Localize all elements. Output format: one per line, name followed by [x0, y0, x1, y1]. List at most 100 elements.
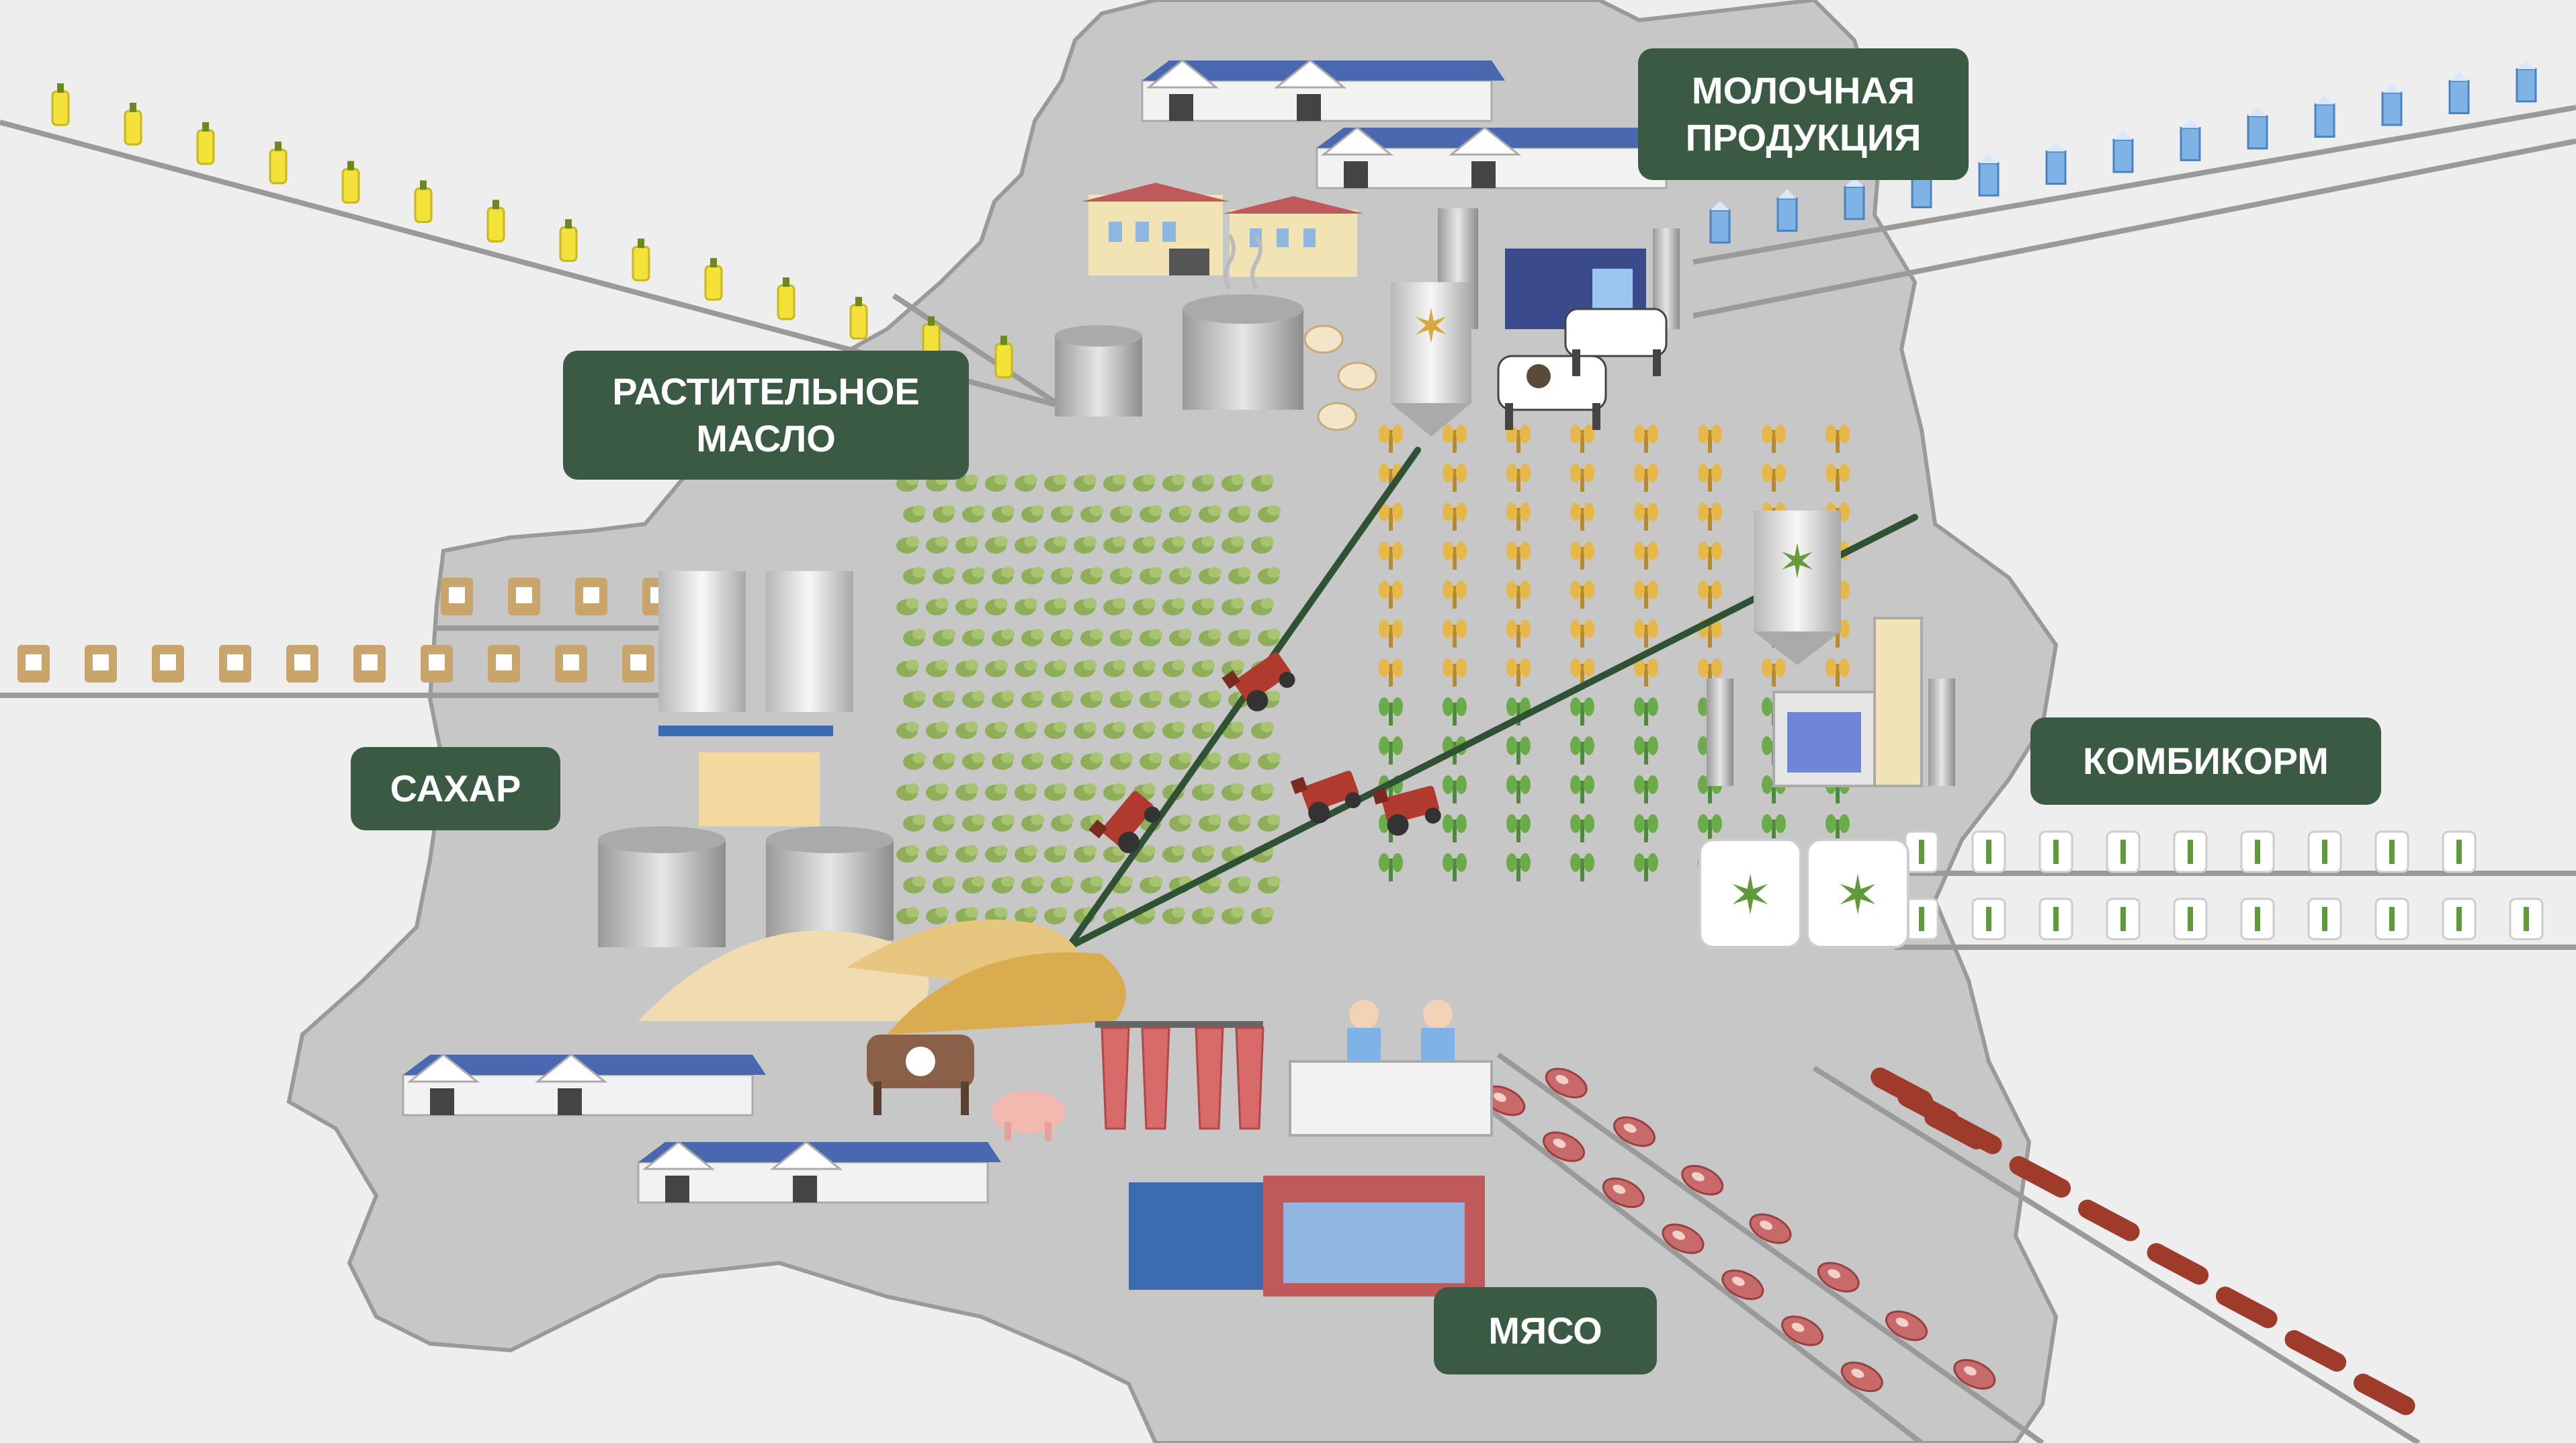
- feed-bag-icon: [2374, 830, 2409, 873]
- crop-icon: [955, 845, 978, 863]
- crop-icon: [985, 474, 1008, 492]
- oil-bottle-icon: [486, 200, 505, 243]
- crop-icon: [1110, 505, 1133, 523]
- milk-carton-icon: [2247, 106, 2268, 150]
- crop-icon: [1015, 845, 1037, 863]
- rail-milk-inner: [1692, 105, 2576, 265]
- wheat-icon: [1762, 658, 1786, 687]
- silo-icon: [766, 571, 853, 712]
- label-oil-line-2: МАСЛО: [696, 417, 836, 460]
- crop-icon: [962, 505, 985, 523]
- crop-icon: [1103, 474, 1126, 492]
- crop-icon: [1221, 474, 1244, 492]
- wheat-icon: [1443, 541, 1467, 570]
- crop-icon: [985, 536, 1008, 554]
- crop-icon: [903, 814, 926, 832]
- crop-icon: [926, 722, 949, 739]
- wheat-icon: ✶: [1778, 534, 1817, 589]
- tank-top: [1055, 325, 1142, 347]
- feed-bag-icon: [2307, 830, 2342, 873]
- feed-bag-icon: [2038, 830, 2073, 873]
- crop-icon: [1251, 474, 1274, 492]
- crop-icon: [962, 629, 985, 646]
- tank-icon: [766, 840, 894, 941]
- crop-icon: [1192, 907, 1215, 924]
- crop-icon: [992, 691, 1015, 708]
- label-dairy-line-1: МОЛОЧНАЯ: [1691, 69, 1916, 112]
- crop-icon: [1570, 736, 1594, 764]
- crop-icon: [1021, 629, 1044, 646]
- crop-icon: [1570, 697, 1594, 726]
- crop-icon: [903, 567, 926, 584]
- crop-icon: [962, 752, 985, 770]
- label-sugar-text: САХАР: [390, 767, 521, 810]
- crop-icon: [1169, 814, 1192, 832]
- wheat-icon: ✶: [1835, 864, 1880, 926]
- pig-icon: [991, 1090, 1065, 1141]
- window-icon: [1109, 222, 1122, 242]
- sausage-icon: [2284, 1329, 2347, 1372]
- tank-icon: [1183, 309, 1303, 410]
- crop-icon: [1192, 845, 1215, 863]
- crop-icon: [1162, 907, 1185, 924]
- wheat-icon: [1506, 580, 1531, 609]
- processing-table: [1289, 1060, 1493, 1137]
- wheat-icon: [1506, 619, 1531, 648]
- wheat-icon: [1443, 464, 1467, 492]
- crop-icon: [1221, 598, 1244, 615]
- crop-icon: [1192, 783, 1215, 801]
- factory-roof: [1082, 183, 1230, 202]
- meat-steak-icon: [1681, 1165, 1724, 1196]
- sausage-icon: [1924, 1108, 1986, 1149]
- window-icon: [1303, 228, 1316, 247]
- crop-icon: [903, 691, 926, 708]
- milk-carton-icon: [1776, 189, 1798, 232]
- grain-piles: [638, 919, 1126, 1035]
- crop-icon: [1133, 474, 1156, 492]
- wheat-icon: [1506, 541, 1531, 570]
- feed-bag-icon: [2307, 898, 2342, 941]
- feed-bag-icon: [2240, 830, 2275, 873]
- crop-icon: [1044, 536, 1067, 554]
- oil-bottle-icon: [269, 141, 288, 185]
- label-meat: МЯСО: [1434, 1287, 1657, 1374]
- crop-icon: [1051, 876, 1074, 893]
- oil-bottle-icon: [559, 219, 578, 262]
- crop-icon: [985, 845, 1008, 863]
- meat-steak-icon: [1885, 1310, 1928, 1342]
- pipe: [658, 726, 833, 736]
- wheat-icon: [1570, 580, 1594, 609]
- feed-bag-icon: [2038, 898, 2073, 941]
- crop-icon: [1192, 722, 1215, 739]
- crop-icon: [1074, 845, 1097, 863]
- factory-building: [1230, 210, 1357, 277]
- wheat-icon: [1570, 619, 1594, 648]
- milk-carton-icon: [2381, 83, 2403, 126]
- wheat-icon: [1379, 541, 1403, 570]
- sugar-bag-icon: [488, 645, 520, 683]
- oil-factory: [1055, 183, 1364, 417]
- crop-icon: [1162, 598, 1185, 615]
- crop-icon: [1074, 474, 1097, 492]
- crop-icon: [933, 814, 955, 832]
- meat-steak-icon: [1602, 1177, 1645, 1209]
- animals: [867, 308, 1668, 1141]
- wheat-icon: [1698, 619, 1722, 648]
- barn-icon: [637, 1141, 1001, 1204]
- crop-icon: [1228, 629, 1251, 646]
- crop-icon: [962, 876, 985, 893]
- sugar-bag-icon: [508, 578, 540, 615]
- wheat-icon: [1570, 541, 1594, 570]
- sugar-bag-icon: [17, 645, 50, 683]
- wheat-icon: [1634, 425, 1658, 453]
- crop-icon: [933, 567, 955, 584]
- crop-icon: [1140, 691, 1162, 708]
- feed-bag-icon: [1904, 830, 1939, 873]
- cow-icon: [867, 1035, 974, 1115]
- oil-bottle-icon: [196, 122, 215, 165]
- crop-icon: [1228, 567, 1251, 584]
- tractor-icon: [1290, 771, 1361, 824]
- crop-icon: [1199, 814, 1221, 832]
- crop-icon: [1015, 783, 1037, 801]
- crop-icon: [1221, 783, 1244, 801]
